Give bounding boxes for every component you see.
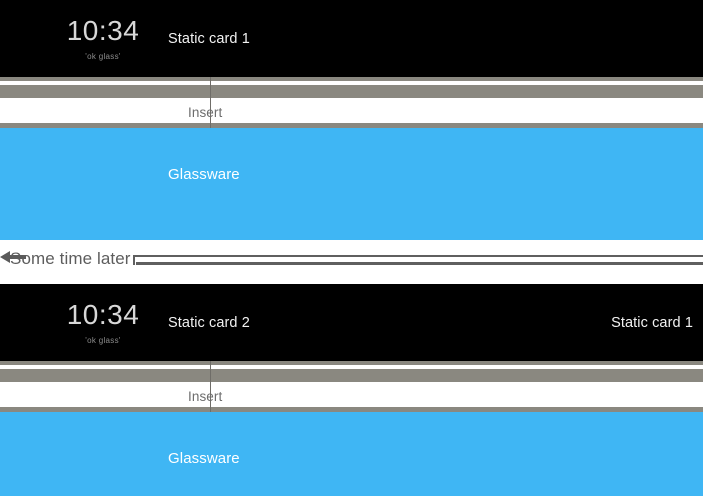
clock-time: 10:34 — [66, 15, 140, 46]
band-strip-body — [0, 98, 703, 123]
band-strip-top — [0, 77, 703, 81]
voice-hint: 'ok glass' — [85, 336, 121, 345]
insert-label: Insert — [188, 389, 223, 404]
band-strip-body — [0, 382, 703, 407]
band-divider-line — [210, 77, 211, 128]
insert-label: Insert — [188, 105, 223, 120]
band-divider-line — [210, 361, 211, 412]
voice-hint: 'ok glass' — [85, 52, 121, 61]
glass-clock-before: 10:34 'ok glass' — [38, 15, 168, 62]
timeline-card-strip-after: 10:34 'ok glass' Static card 2 Static ca… — [0, 284, 703, 361]
glassware-panel-before: Glassware — [0, 128, 703, 240]
band-strip-middle — [0, 369, 703, 382]
time-passes-rule-lower — [136, 262, 703, 265]
glassware-panel-after: Glassware — [0, 412, 703, 496]
timeline-card-strip-before: 10:34 'ok glass' Static card 1 — [0, 0, 703, 77]
band-strip-top — [0, 361, 703, 365]
band-strip-bottom — [0, 123, 703, 128]
band-strip-middle — [0, 85, 703, 98]
insert-band-after: Insert — [0, 361, 703, 412]
glass-clock-after: 10:34 'ok glass' — [38, 299, 168, 346]
clock-time: 10:34 — [66, 299, 140, 330]
time-passes-rule-cap — [133, 255, 135, 265]
left-arrow-icon — [0, 251, 26, 263]
time-passes-label: Some time later — [10, 249, 131, 268]
band-strip-gap — [0, 81, 703, 85]
insert-band-before: Insert — [0, 77, 703, 128]
timeline-card-static-card-2[interactable]: Static card 2 — [168, 315, 250, 331]
timeline-card-static-card-1-shifted[interactable]: Static card 1 — [611, 315, 693, 331]
band-strip-gap — [0, 365, 703, 369]
band-strip-bottom — [0, 407, 703, 412]
time-passes-rule-upper — [133, 255, 703, 257]
timeline-card-static-card-1[interactable]: Static card 1 — [168, 31, 250, 47]
glassware-label: Glassware — [168, 450, 240, 467]
glassware-label: Glassware — [168, 166, 240, 183]
time-passes-divider: Some time later — [0, 240, 703, 286]
